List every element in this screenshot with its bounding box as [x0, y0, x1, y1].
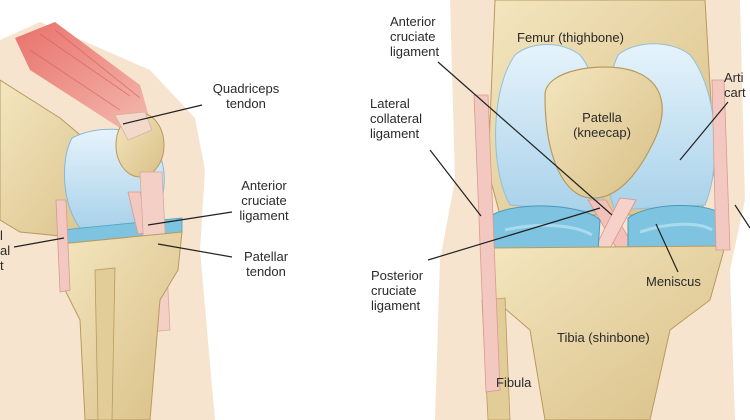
label-side-anterior-cruciate: Anterior cruciate ligament: [239, 178, 289, 223]
label-front-articular-cartilage-partial: Arti cart: [724, 70, 746, 100]
front-view-knee: [427, 0, 750, 420]
label-front-meniscus: Meniscus: [646, 274, 701, 289]
label-side-patellar-tendon: Patellar tendon: [243, 249, 289, 279]
label-front-posterior-cruciate: Posterior cruciate ligament: [371, 268, 424, 313]
label-front-tibia: Tibia (shinbone): [557, 330, 650, 345]
label-front-patella: Patella (kneecap): [573, 110, 631, 140]
front-patella: [544, 66, 663, 199]
side-collateral-ligament: [55, 199, 71, 293]
label-front-fibula: Fibula: [496, 375, 532, 390]
quadriceps-muscle: [15, 22, 150, 128]
front-leader-lines: [427, 61, 750, 273]
side-view-knee: [0, 22, 233, 420]
front-medial-collateral: [711, 79, 731, 251]
label-front-anterior-cruciate: Anterior cruciate ligament: [390, 14, 440, 59]
label-front-femur: Femur (thighbone): [517, 30, 624, 45]
label-side-quadriceps-tendon: Quadriceps tendon: [212, 81, 280, 111]
side-tibia: [59, 231, 183, 420]
front-lateral-collateral: [473, 94, 501, 393]
label-side-collateral-partial: l al t: [0, 228, 11, 273]
front-tibia: [487, 245, 726, 420]
side-leader-lines: [13, 104, 233, 258]
side-fibula: [94, 267, 116, 420]
label-front-lateral-collateral: Lateral collateral ligament: [370, 96, 423, 141]
